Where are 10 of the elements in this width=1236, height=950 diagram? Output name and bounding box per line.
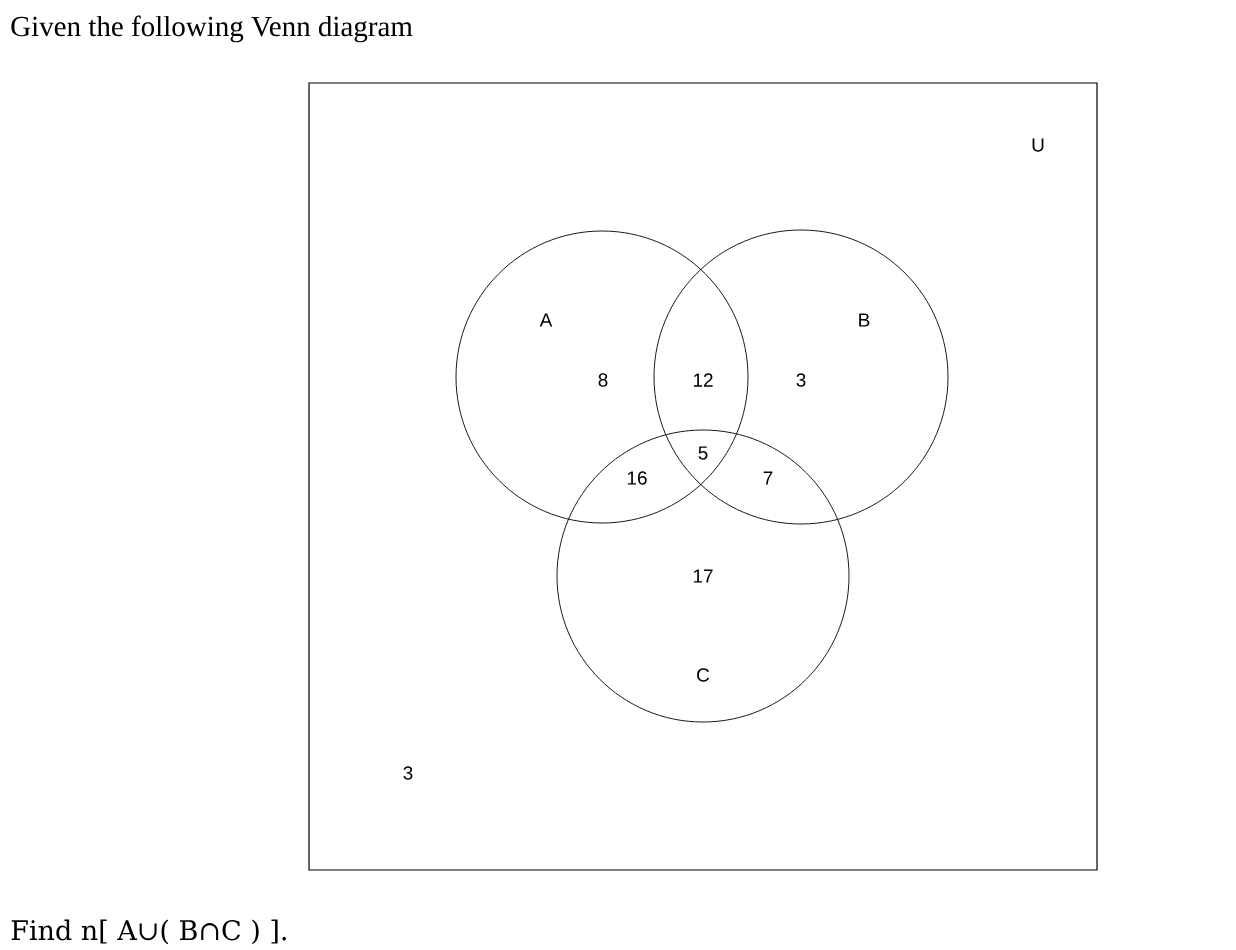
- region-count: 7: [763, 471, 773, 485]
- region-count: 16: [627, 471, 647, 485]
- region-count: 5: [698, 446, 708, 460]
- region-count: 3: [403, 766, 413, 780]
- region-count: 12: [693, 373, 713, 387]
- region-count: 3: [796, 373, 806, 387]
- region-count: 17: [693, 569, 713, 583]
- title: Given the following Venn diagram: [11, 15, 413, 43]
- question-text: Find n[ A∪( B∩C ) ].: [11, 919, 286, 945]
- region-count: 8: [598, 373, 608, 387]
